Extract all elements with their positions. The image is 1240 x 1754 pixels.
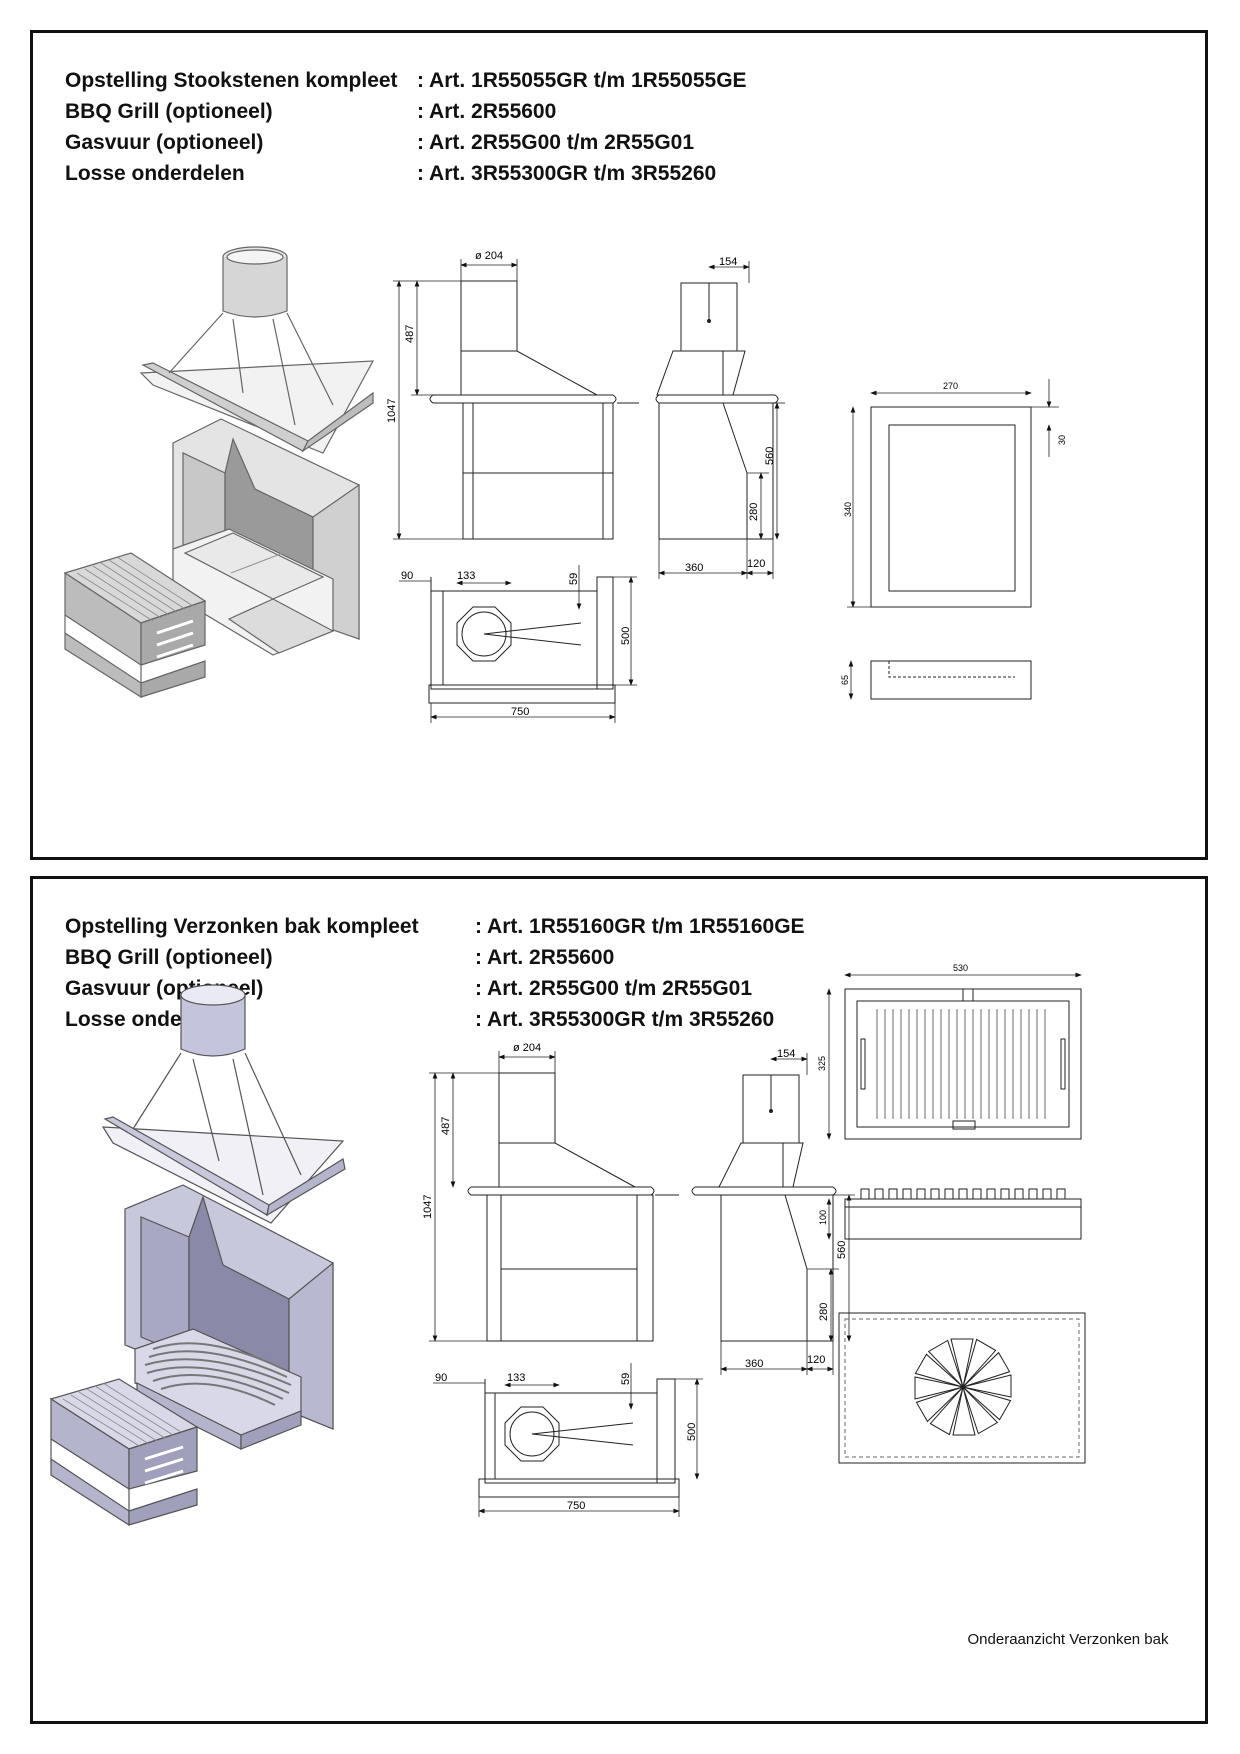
box-bottom-view — [838, 1312, 1086, 1464]
spec-list: Opstelling Stookstenen kompleet : Art. 1R… — [65, 65, 747, 189]
drawing-canvas: ø 204 487 1047 154 560 280 360 120 — [63, 246, 1067, 723]
side-view — [691, 1074, 837, 1342]
dim-height-hood-label: 487 — [440, 1117, 452, 1135]
dim-total-height-label: 1047 — [422, 1195, 434, 1219]
side-dims — [720, 1053, 855, 1375]
dim-offset-label: 90 — [435, 1372, 447, 1384]
spec-label: BBQ Grill (optioneel) — [65, 946, 273, 969]
dim-plate-rim-label: 30 — [1057, 435, 1067, 445]
spec-value: : Art. 1R55160GR t/m 1R55160GE — [475, 915, 805, 938]
dim-plate-thickness-label: 65 — [840, 675, 850, 685]
spec-value: : Art. 3R55300GR t/m 3R55260 — [475, 1008, 775, 1031]
spec-row: Losse onderdelen : Art. 3R55300GR t/m 3R5… — [65, 158, 747, 189]
spec-value: : Art. 3R55300GR t/m 3R55260 — [417, 162, 717, 185]
dim-depth-label: 360 — [685, 562, 703, 574]
iso-grill — [49, 1378, 199, 1527]
dim-diameter-label: ø 204 — [513, 1042, 541, 1054]
panel-stookstenen: Opstelling Stookstenen kompleet : Art. 1R… — [30, 30, 1208, 860]
dim-side-top-label: 154 — [719, 256, 737, 268]
dim-box-height-label: 100 — [818, 1210, 828, 1225]
plate-side-view — [848, 660, 1032, 700]
side-dims — [658, 261, 785, 579]
iso-hood — [101, 984, 346, 1224]
top-view — [478, 1378, 680, 1498]
front-view — [429, 280, 639, 540]
spec-row: Opstelling Stookstenen kompleet : Art. 1R… — [65, 65, 747, 96]
spec-label: Gasvuur (optioneel) — [65, 131, 264, 154]
dim-total-height-label: 1047 — [386, 399, 398, 423]
dim-height-hood-label: 487 — [404, 325, 416, 343]
box-side-view — [826, 1188, 1082, 1240]
dim-width-label: 750 — [567, 1500, 585, 1512]
dim-base-height-label: 280 — [748, 503, 760, 521]
dim-diameter-label: ø 204 — [475, 250, 503, 262]
spec-list: Opstelling Verzonken bak kompleet : Art. … — [65, 911, 805, 1035]
dim-box-depth-label: 325 — [817, 1056, 827, 1071]
spec-label: Opstelling Stookstenen kompleet — [65, 69, 398, 92]
dim-top-depth-label: 500 — [620, 627, 632, 645]
spec-value: : Art. 1R55055GR t/m 1R55055GE — [417, 69, 747, 92]
dim-side-top-label: 154 — [777, 1048, 795, 1060]
front-dims — [393, 259, 518, 540]
dim-flue-label: 133 — [457, 570, 475, 582]
dim-back-label: 120 — [747, 558, 765, 570]
dim-width-label: 750 — [511, 706, 529, 718]
dim-lower-height-label: 560 — [764, 447, 776, 465]
bottom-view-caption: Onderaanzicht Verzonken bak — [967, 1631, 1169, 1648]
iso-grill — [63, 552, 207, 699]
dim-plate-depth-label: 340 — [843, 502, 853, 517]
plate-top-view — [847, 379, 1059, 608]
spec-label: BBQ Grill (optioneel) — [65, 100, 273, 123]
top-view — [428, 576, 616, 704]
iso-sunken-box — [124, 1184, 334, 1450]
box-top-view — [826, 972, 1082, 1140]
dim-top-depth-label: 500 — [686, 1423, 698, 1441]
spec-row: BBQ Grill (optioneel) : Art. 2R55600 — [65, 96, 747, 127]
dim-depth-label: 360 — [745, 1358, 763, 1370]
side-view — [655, 282, 779, 540]
spec-value: : Art. 2R55G00 t/m 2R55G01 — [417, 131, 695, 154]
spec-value: : Art. 2R55600 — [475, 946, 615, 969]
dim-inset-label: 59 — [568, 573, 580, 585]
spec-row: Gasvuur (optioneel) : Art. 2R55G00 t/m 2R… — [65, 127, 747, 158]
spec-value: : Art. 2R55600 — [417, 100, 557, 123]
dim-lower-height-label: 560 — [836, 1241, 848, 1259]
spec-row: Opstelling Verzonken bak kompleet : Art. … — [65, 911, 805, 942]
dim-flue-label: 133 — [507, 1372, 525, 1384]
iso-hood — [139, 246, 375, 454]
spec-row: BBQ Grill (optioneel) : Art. 2R55600 — [65, 942, 805, 973]
top-dims — [433, 1363, 703, 1517]
top-dims — [399, 565, 637, 723]
spec-label: Losse onderdelen — [65, 162, 245, 185]
dim-inset-label: 59 — [620, 1373, 632, 1385]
dim-box-width-label: 530 — [953, 963, 968, 973]
dim-offset-label: 90 — [401, 570, 413, 582]
dim-plate-width-label: 270 — [943, 381, 958, 391]
dim-back-label: 120 — [807, 1354, 825, 1366]
panel-verzonken-bak: Opstelling Verzonken bak kompleet : Art. … — [30, 876, 1208, 1724]
dim-base-height-label: 280 — [818, 1303, 830, 1321]
spec-value: : Art. 2R55G00 t/m 2R55G01 — [475, 977, 753, 1000]
spec-label: Opstelling Verzonken bak kompleet — [65, 915, 419, 938]
front-dims — [429, 1051, 556, 1342]
front-view — [467, 1072, 679, 1342]
drawing-canvas: ø 204 487 1047 154 560 280 360 120 — [49, 963, 1086, 1527]
